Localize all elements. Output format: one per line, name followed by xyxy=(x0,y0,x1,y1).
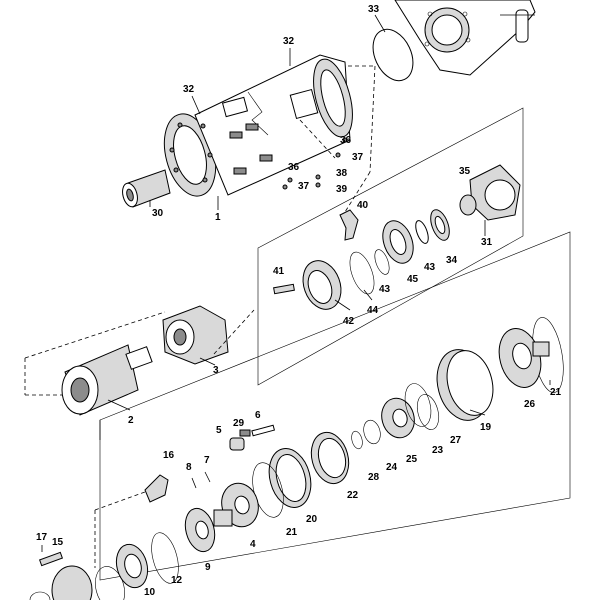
bearing-10 xyxy=(115,543,149,589)
pin-8 xyxy=(191,477,197,489)
snap-ring-43 xyxy=(374,249,390,275)
o-ring-lower xyxy=(95,566,125,600)
callout-41: 41 xyxy=(273,266,285,277)
callout-32-top: 32 xyxy=(283,36,295,47)
carrier-42 xyxy=(302,260,342,310)
callout-34: 34 xyxy=(446,255,458,266)
callout-32-left: 32 xyxy=(183,84,195,95)
callout-31: 31 xyxy=(481,237,493,248)
planet-gear-5 xyxy=(229,437,245,451)
sub-assembly-frame-lower xyxy=(99,231,571,581)
housing-lower xyxy=(51,565,93,600)
ring-28 xyxy=(351,430,363,450)
callout-22: 22 xyxy=(347,490,359,501)
callout-17: 17 xyxy=(36,532,48,543)
ring-24 xyxy=(363,419,381,445)
shift-fork-40 xyxy=(339,209,359,241)
callout-19: 19 xyxy=(480,422,492,433)
ring-gear-19 xyxy=(436,349,494,421)
callout-3: 3 xyxy=(213,365,219,376)
dashed-group-frame-top xyxy=(344,65,376,213)
hub-3 xyxy=(162,305,229,365)
callout-25: 25 xyxy=(406,454,418,465)
callout-2: 2 xyxy=(128,415,134,426)
callout-leaders xyxy=(107,14,551,416)
callout-24: 24 xyxy=(386,462,398,473)
ring-bottom-left xyxy=(29,591,51,600)
callout-43-left: 43 xyxy=(379,284,391,295)
callout-9: 9 xyxy=(205,562,211,573)
callout-20: 20 xyxy=(306,514,318,525)
snap-ring-12 xyxy=(151,532,179,584)
o-ring-33 xyxy=(372,28,414,82)
callout-21-lower: 21 xyxy=(286,527,298,538)
planet-carrier-26 xyxy=(498,328,550,388)
callout-33: 33 xyxy=(368,4,380,15)
callout-labels: 1 2 3 4 5 6 7 8 9 10 12 15 16 17 19 20 2… xyxy=(36,4,562,598)
bearing-seal-stack xyxy=(382,209,450,264)
callout-36-left: 36 xyxy=(288,162,300,173)
shift-fork-16 xyxy=(144,474,169,503)
callout-8: 8 xyxy=(186,462,192,473)
callout-35: 35 xyxy=(459,166,471,177)
callout-7: 7 xyxy=(204,455,210,466)
callout-5: 5 xyxy=(216,425,222,436)
gear-9 xyxy=(184,507,233,553)
callout-37-right: 37 xyxy=(352,152,364,163)
callout-15: 15 xyxy=(52,537,64,548)
callout-28: 28 xyxy=(368,472,380,483)
sun-gear-25 xyxy=(381,397,415,439)
fasteners-36-39 xyxy=(282,119,348,190)
callout-42: 42 xyxy=(343,316,355,327)
callout-26: 26 xyxy=(524,399,536,410)
callout-4: 4 xyxy=(250,539,256,550)
pin-15 xyxy=(38,551,64,567)
callout-6: 6 xyxy=(255,410,261,421)
callout-16: 16 xyxy=(163,450,175,461)
callout-38: 38 xyxy=(336,168,348,179)
mounting-plate xyxy=(394,0,536,76)
callout-21-upper: 21 xyxy=(550,387,562,398)
callout-30: 30 xyxy=(152,208,164,219)
pin-41 xyxy=(273,283,295,295)
callout-40: 40 xyxy=(357,200,369,211)
shaft-6 xyxy=(251,424,276,437)
pin-29 xyxy=(239,429,251,437)
thrust-washer-27 xyxy=(416,394,440,430)
callout-43-right: 43 xyxy=(424,262,436,273)
callout-39: 39 xyxy=(336,184,348,195)
ring-gear-22 xyxy=(310,431,350,485)
housing-tube xyxy=(163,54,353,197)
callout-1: 1 xyxy=(215,212,221,223)
callout-29: 29 xyxy=(233,418,245,429)
snap-ring-44 xyxy=(349,251,375,295)
spacer-23 xyxy=(404,383,432,427)
motor-31 xyxy=(459,164,521,221)
callout-23: 23 xyxy=(432,445,444,456)
dashed-group-frame-middle xyxy=(24,309,255,396)
callout-12: 12 xyxy=(171,575,183,586)
pin-7 xyxy=(204,471,211,483)
callout-37-left: 37 xyxy=(298,181,310,192)
callout-36-right: 36 xyxy=(340,135,352,146)
callout-44: 44 xyxy=(367,305,379,316)
gearbox-2 xyxy=(61,344,153,416)
ring-gear-20 xyxy=(268,448,312,508)
callout-45: 45 xyxy=(407,274,419,285)
callout-10: 10 xyxy=(144,587,156,598)
callout-27: 27 xyxy=(450,435,462,446)
spline-coupling-30 xyxy=(122,169,171,208)
sub-assembly-frame-upper xyxy=(257,107,524,386)
